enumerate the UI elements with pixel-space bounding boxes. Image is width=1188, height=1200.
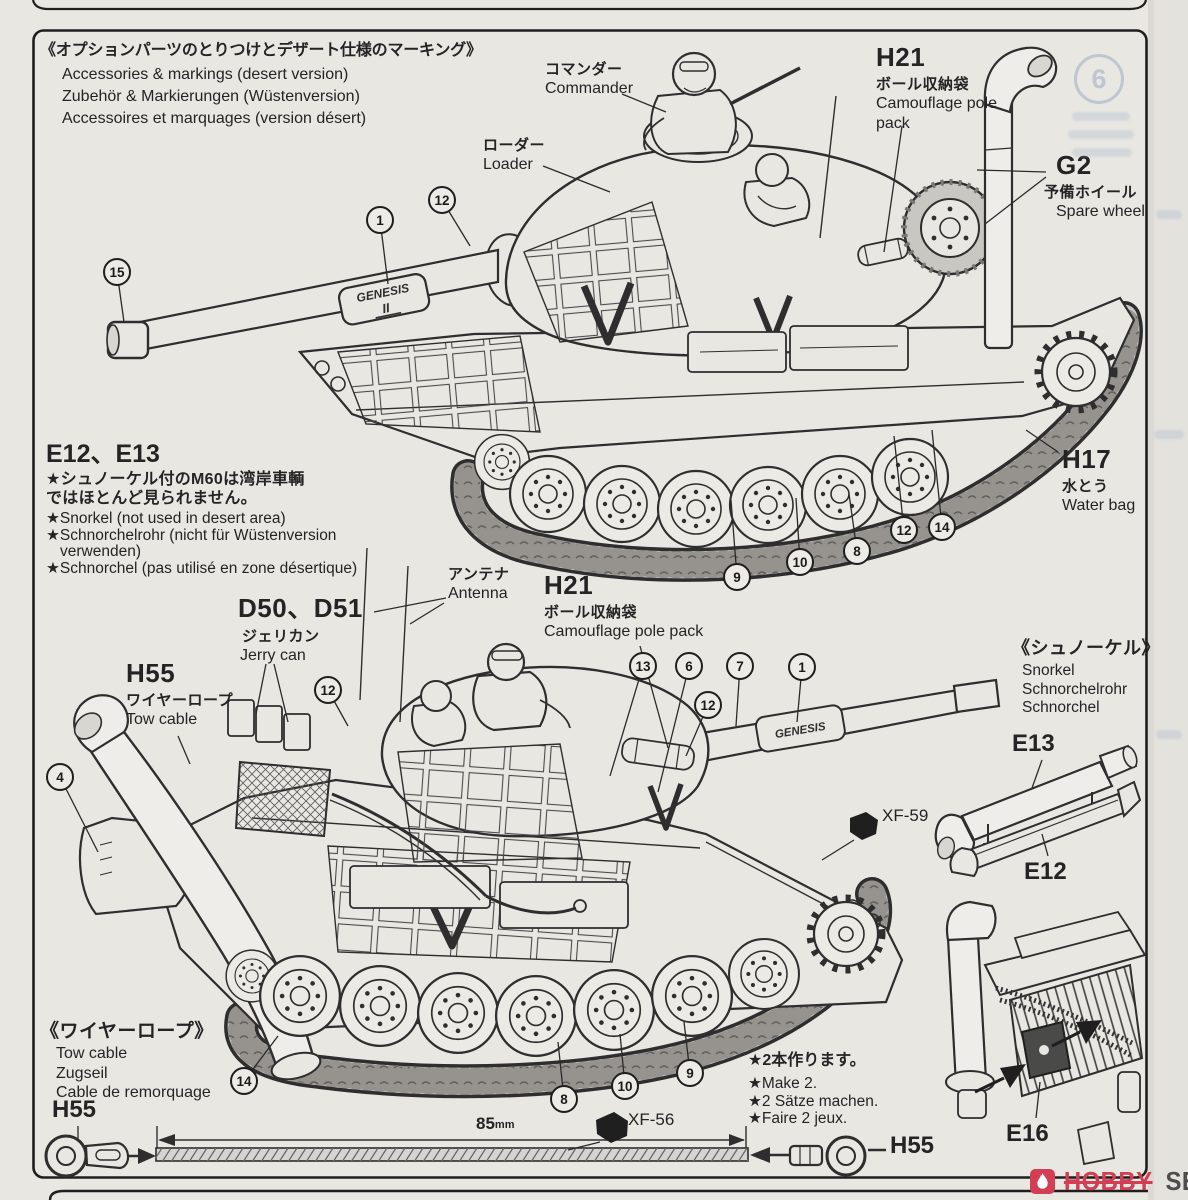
label-h55-mid: H55 ワイヤーロープ Tow cable	[126, 658, 234, 728]
muzzle-bottom	[952, 678, 1001, 714]
label-e16: E16	[1006, 1120, 1049, 1147]
part-number-callout: 10	[611, 1072, 639, 1100]
part-number-callout: 9	[676, 1059, 704, 1087]
label-antenna: アンテナ Antenna	[448, 566, 510, 602]
antenna-mast	[819, 95, 837, 239]
label-commander: コマンダー Commander	[545, 61, 634, 97]
svg-text:II: II	[381, 300, 391, 316]
cable-eyelet-right	[788, 1135, 867, 1177]
part-number-callout: 6	[675, 652, 703, 680]
label-h21-mid: H21 ボール収納袋 Camouflage pole pack	[544, 570, 704, 640]
part-number-callout: 12	[694, 691, 722, 719]
ghost-step-number: 6	[1074, 54, 1124, 104]
part-number-callout: 8	[550, 1085, 578, 1113]
loader-figure	[743, 153, 811, 228]
dimension-line	[156, 1126, 747, 1148]
barrel-sleeve-bottom: GENESIS	[754, 704, 846, 753]
barrel-sleeve-top: GENESIS II	[337, 273, 431, 326]
part-number-callout: 14	[928, 513, 956, 541]
e16-plate	[1020, 1020, 1072, 1080]
label-loader: ローダー Loader	[483, 137, 546, 173]
label-h55-left: H55	[52, 1096, 97, 1123]
part-number-callout: 14	[230, 1067, 258, 1095]
commander-figure-bottom	[472, 642, 571, 732]
part-number-callout: 1	[366, 206, 394, 234]
tow-cable-assembly	[44, 1112, 886, 1178]
part-number-callout: 1	[788, 653, 816, 681]
stowage-basket	[234, 760, 332, 838]
era-blocks-hull-top	[337, 335, 541, 433]
make-two-note: ★2本作ります。 ★Make 2. ★2 Sätze machen. ★Fair…	[748, 1052, 879, 1127]
commander-figure	[643, 51, 737, 156]
hobbysearch-flame-icon	[1030, 1169, 1055, 1194]
era-blocks-turret-top	[523, 201, 689, 343]
part-number-callout: 15	[103, 258, 131, 286]
watermark-word-search: SEARCH	[1165, 1166, 1188, 1196]
part-number-callout: 13	[629, 652, 657, 680]
loader-figure-bottom	[411, 680, 467, 748]
label-e13: E13	[1012, 730, 1055, 757]
engine-deck-detail	[945, 900, 1147, 1166]
antenna-mast	[399, 565, 409, 723]
v-marking	[647, 783, 684, 831]
paint-callout-xf59: XF-59	[882, 806, 929, 825]
paint-blob-xf59	[850, 812, 878, 840]
section-title-de: Zubehör & Markierungen (Wüstenversion)	[62, 88, 360, 105]
part-number-callout: 10	[786, 548, 814, 576]
section-title-jp: 《オプションパーツのとりつけとデザート仕様のマーキング》	[40, 42, 482, 59]
drive-sprocket-top	[1034, 330, 1118, 414]
towcable-section-head: 《ワイヤーロープ》 Tow cable Zugseil Cable de rem…	[40, 1021, 214, 1101]
dimension-85mm: 85 mm	[476, 1114, 515, 1133]
section-title-en: Accessories & markings (desert version)	[62, 66, 349, 83]
antenna-mast	[359, 547, 368, 701]
label-e12: E12	[1024, 858, 1067, 885]
part-number-callout: 8	[843, 537, 871, 565]
label-d50-d51: D50、D51 ジェリカン Jerry can	[238, 593, 363, 664]
era-blocks-turret-bottom	[397, 743, 583, 863]
part-number-callout: 7	[726, 652, 754, 680]
v-marking	[424, 892, 479, 950]
pole-pack-bottom	[621, 737, 695, 771]
page-edge-strip	[1148, 0, 1188, 1200]
jerry-cans	[227, 699, 311, 751]
snorkel-section-head: 《シュノーケル》 Snorkel Schnorchelrohr Schnorch…	[1012, 638, 1160, 716]
part-number-callout: 12	[890, 516, 918, 544]
part-number-callout: 9	[723, 563, 751, 591]
paint-blob-xf56	[596, 1112, 628, 1143]
cable-rod	[155, 1147, 749, 1162]
paint-callout-xf56: XF-56	[628, 1110, 675, 1129]
part-number-callout: 4	[46, 763, 74, 791]
label-h21-top: H21 ボール収納袋 Camouflage pole pack	[876, 42, 997, 132]
snorkel-pipe-top	[983, 46, 1058, 350]
pole-pack-top	[857, 237, 909, 267]
watermark-word-hobby: HOBBY	[1063, 1166, 1153, 1196]
part-number-callout: 12	[314, 676, 342, 704]
snorkel-pipe-detail	[945, 900, 997, 1119]
label-h17: H17 水とう Water bag	[1062, 444, 1136, 514]
note-e12-e13: E12、E13 ★シュノーケル付のM60は湾岸車輌 ではほとんど見られません。 …	[46, 440, 358, 577]
drive-sprocket-bottom	[806, 894, 886, 974]
cable-eyelet-left	[44, 1134, 130, 1178]
tank-illustration-bottom: GENESIS	[73, 547, 1001, 1099]
part-number-callout: 12	[428, 186, 456, 214]
hobbysearch-watermark: HOBBY SEARCH	[1030, 1166, 1188, 1197]
section-title-block: 《オプションパーツのとりつけとデザート仕様のマーキング》 Accessories…	[40, 36, 482, 130]
snorkel-parts-diagram	[934, 744, 1142, 878]
v-marking	[580, 281, 635, 346]
label-g2: G2 予備ホイール Spare wheel	[1044, 150, 1145, 220]
section-title-fr: Accessoires et marquages (version désert…	[62, 110, 367, 127]
label-h55-right: H55	[890, 1132, 935, 1159]
